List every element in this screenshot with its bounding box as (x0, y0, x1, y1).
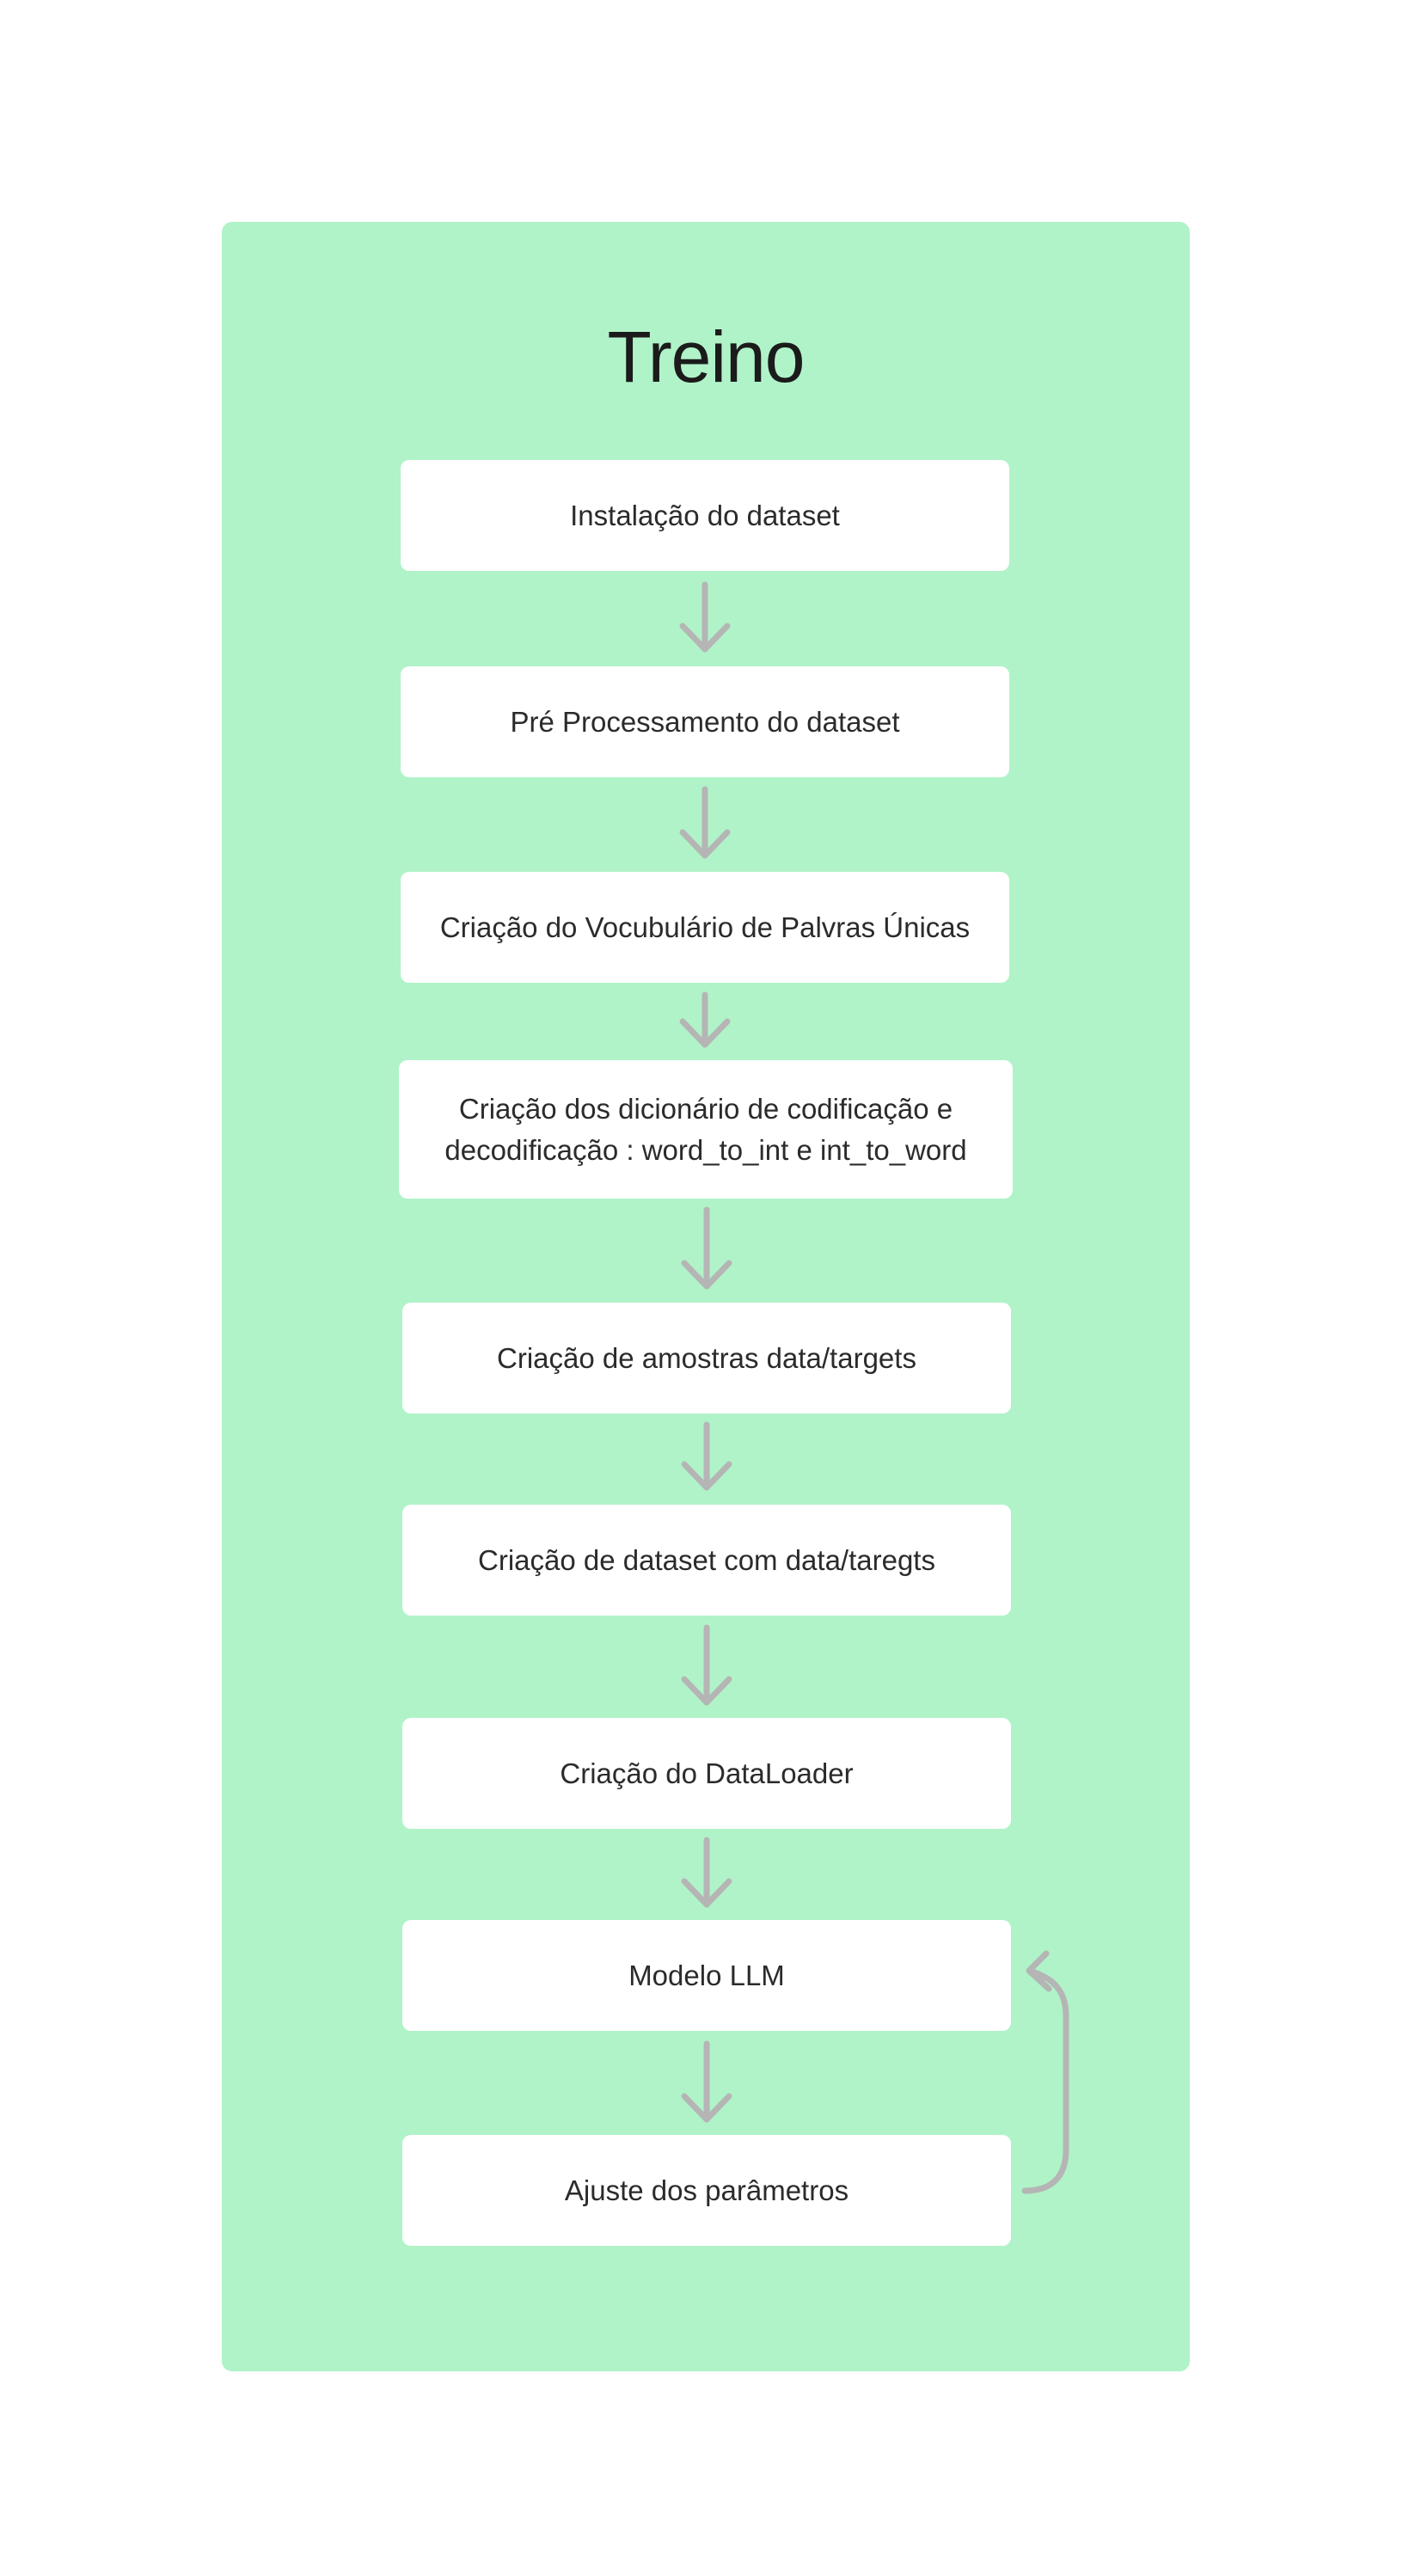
step-create-dataset: Criação de dataset com data/taregts (402, 1505, 1011, 1616)
step-label: Ajuste dos parâmetros (564, 2174, 849, 2206)
step-label: Pré Processamento do dataset (510, 705, 900, 738)
step-label: Criação do Vocubulário de Palvras Únicas (439, 911, 971, 943)
step-label: Modelo LLM (628, 1959, 785, 1991)
step-build-vocabulary: Criação do Vocubulário de Palvras Únicas (401, 872, 1009, 983)
step-build-dictionaries: Criação dos dicionário de codificação e … (399, 1060, 1013, 1199)
step-label: Instalação do dataset (570, 499, 840, 531)
diagram-title: Treino (607, 316, 806, 397)
step-create-dataloader: Criação do DataLoader (402, 1718, 1011, 1829)
step-install-dataset: Instalação do dataset (401, 460, 1009, 571)
step-label: Criação de amostras data/targets (497, 1341, 916, 1374)
step-label: Criação dos dicionário de codificação e … (444, 1092, 967, 1166)
step-adjust-parameters: Ajuste dos parâmetros (402, 2135, 1011, 2246)
step-preprocess-dataset: Pré Processamento do dataset (401, 666, 1009, 777)
step-label: Criação do DataLoader (560, 1757, 854, 1789)
step-create-samples: Criação de amostras data/targets (402, 1303, 1011, 1414)
step-llm-model: Modelo LLM (402, 1920, 1011, 2031)
step-label: Criação de dataset com data/taregts (478, 1543, 935, 1576)
